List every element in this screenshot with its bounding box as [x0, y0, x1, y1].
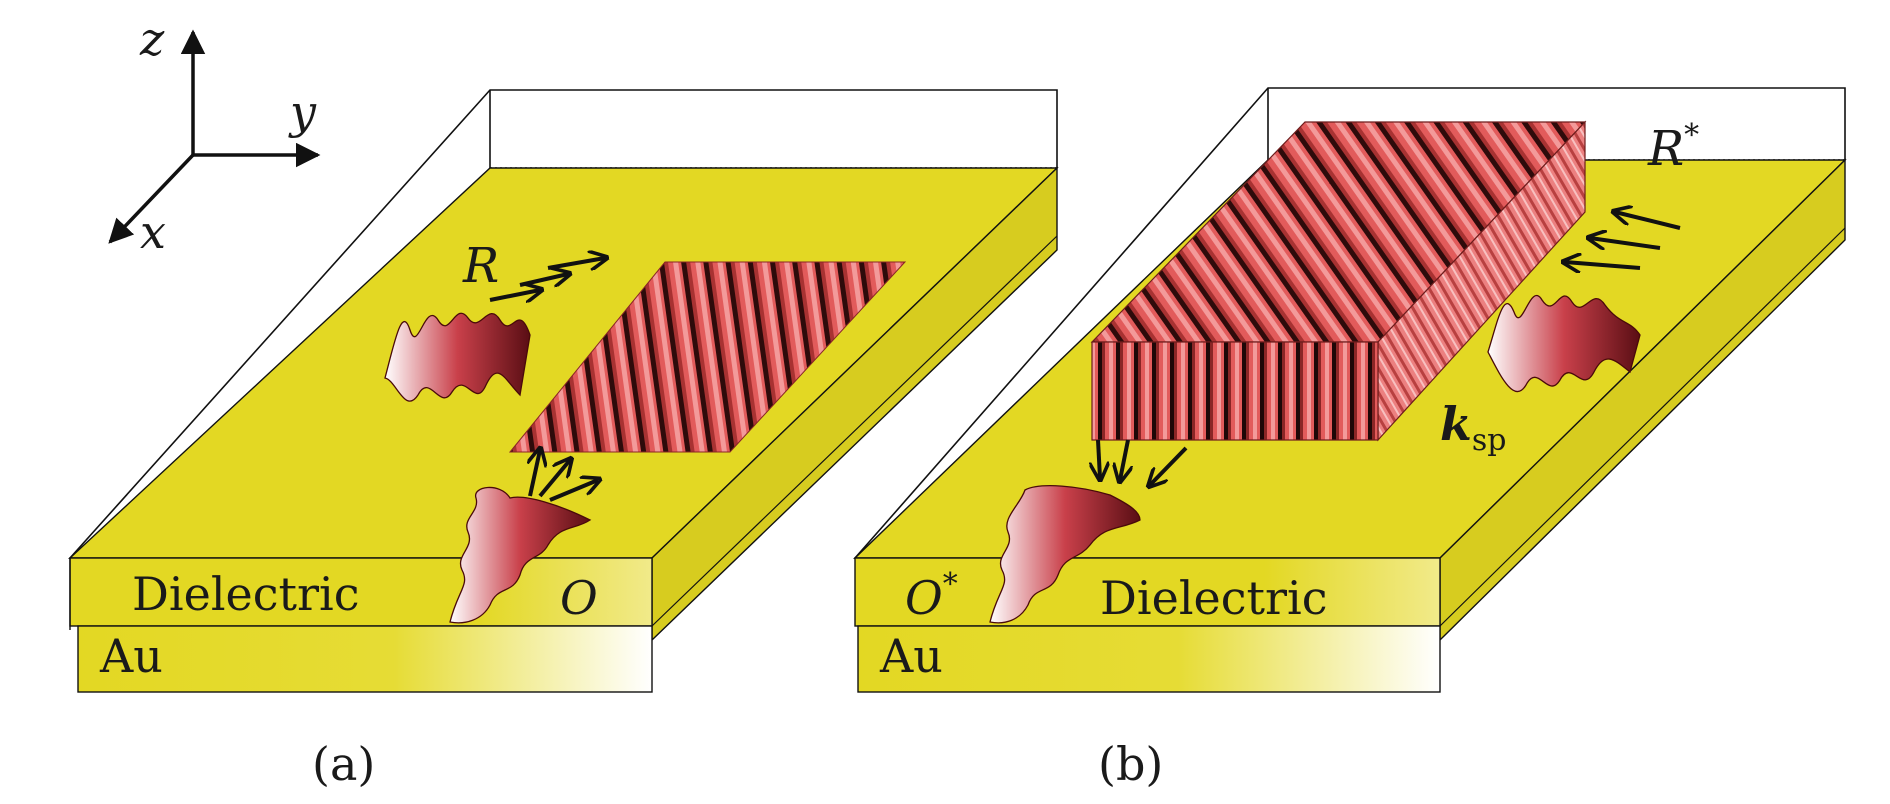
- dielectric-label-b: Dielectric: [1100, 571, 1327, 625]
- object-wave-b: [989, 485, 1141, 624]
- reference-wave-b: [1487, 294, 1641, 393]
- object-arrows-a: [530, 450, 598, 502]
- label-O-b: O*: [905, 567, 958, 625]
- label-R-a: R: [462, 238, 499, 294]
- panel-a: R Dielectric O Au (a): [68, 89, 1059, 791]
- reference-arrows-a: [489, 258, 605, 300]
- object-arrows-b: [1098, 439, 1188, 485]
- panel-b: R* ksp O* Dielectric Au (b): [853, 87, 1847, 791]
- label-O-a: O: [560, 571, 598, 625]
- reference-wave-a: [384, 312, 531, 402]
- x-axis-label: x: [140, 205, 166, 259]
- object-wave-a: [449, 486, 592, 624]
- dielectric-label-a: Dielectric: [132, 567, 359, 621]
- dielectric-front-b: [854, 557, 1441, 627]
- x-axis-line: [108, 153, 195, 244]
- y-axis-label: y: [288, 85, 317, 139]
- z-axis-label: z: [139, 12, 165, 66]
- au-front-b: [857, 625, 1441, 693]
- reference-arrows-b: [1565, 212, 1681, 268]
- k-sp-label: ksp: [1440, 397, 1506, 458]
- au-label-a: Au: [99, 629, 163, 683]
- au-label-b: Au: [879, 629, 943, 683]
- caption-a: (a): [312, 737, 375, 791]
- hologram-fringes-a: [508, 261, 907, 453]
- au-front-a: [77, 625, 653, 693]
- dielectric-front-a: [69, 557, 653, 627]
- caption-b: (b): [1098, 737, 1163, 791]
- coordinate-axes: z y x: [108, 12, 321, 259]
- label-R-b: R*: [1647, 118, 1699, 177]
- hologram-block-front-b: [1091, 341, 1379, 441]
